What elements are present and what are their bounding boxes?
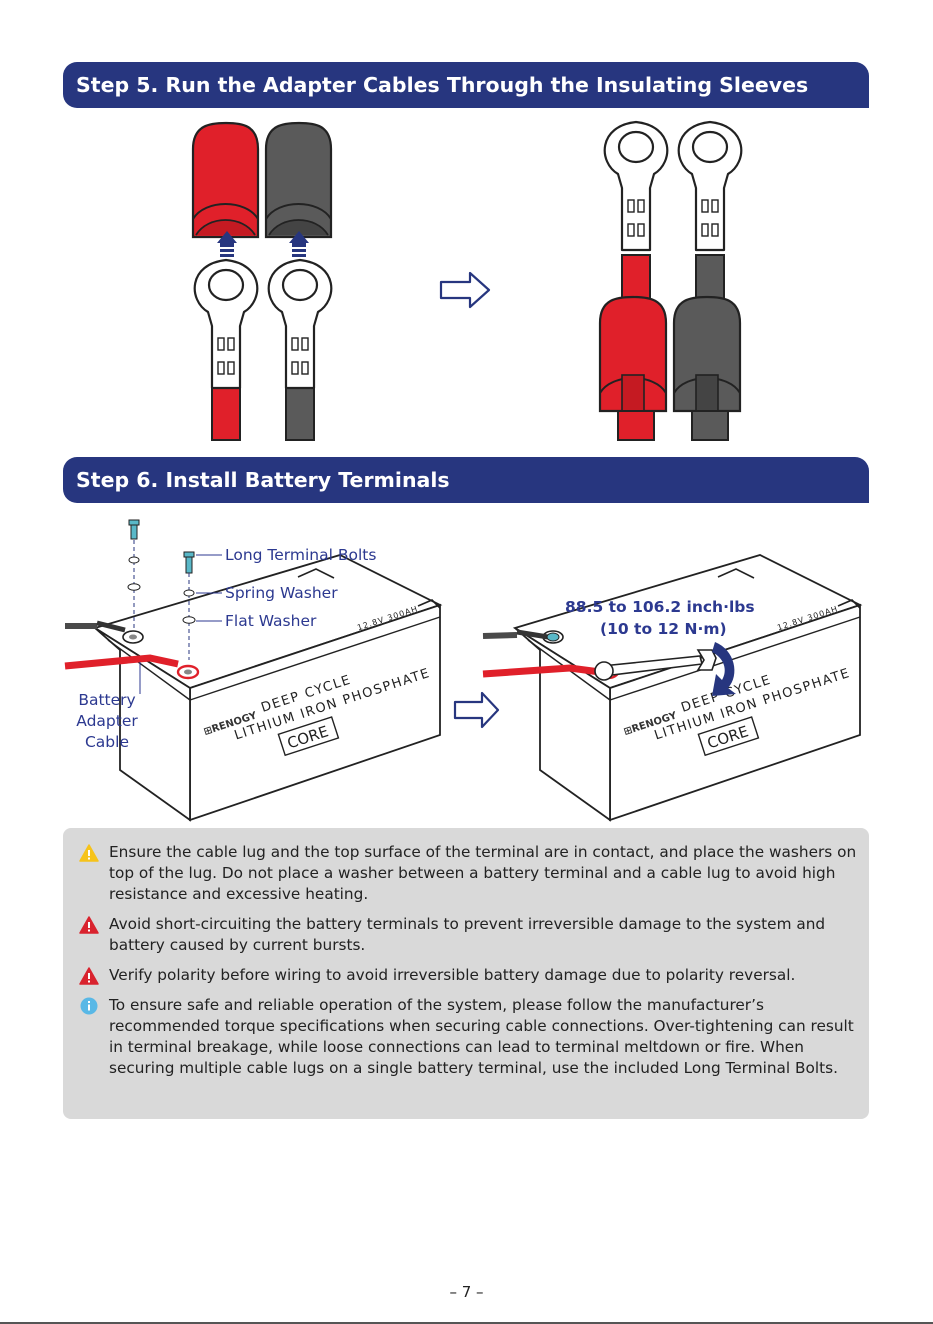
step5-illustration (191, 120, 743, 441)
up-arrow-icon (217, 231, 237, 257)
note-item: Verify polarity before wiring to avoid i… (79, 965, 857, 986)
red-cable (211, 384, 241, 441)
gray-insulating-sleeve (264, 121, 333, 239)
spring-washer-label: Spring Washer (225, 584, 338, 602)
right-arrow-icon (439, 271, 491, 309)
torque-spec-nm: (10 to 12 N·m) (600, 620, 727, 638)
ring-lug-gray (267, 258, 333, 390)
black-cable (482, 632, 518, 639)
step6-illustration: ⊞RENOGY DEEP CYCLE LITHIUM IRON PHOSPHAT… (64, 519, 870, 822)
note-item: To ensure safe and reliable operation of… (79, 995, 857, 1079)
ring-lug-gray (677, 120, 743, 252)
gray-insulating-sleeve (672, 295, 742, 413)
info-icon (80, 997, 98, 1015)
gray-cable (285, 384, 315, 441)
ring-lug-red (603, 120, 669, 252)
warning-red-icon (79, 916, 99, 934)
flat-washer-label: Flat Washer (225, 612, 317, 630)
warning-red-icon (79, 967, 99, 985)
step5-header: Step 5. Run the Adapter Cables Through t… (63, 62, 869, 108)
red-insulating-sleeve (598, 295, 668, 413)
long-terminal-bolts-label: Long Terminal Bolts (225, 546, 377, 564)
step6-header: Step 6. Install Battery Terminals (63, 457, 869, 503)
red-cable (482, 664, 601, 678)
long-terminal-bolt-stack (182, 551, 196, 660)
ring-lug-red (193, 258, 259, 390)
battery-illustration (513, 553, 870, 822)
right-arrow-icon (453, 691, 500, 729)
battery-adapter-cable-label: Battery Adapter Cable (76, 691, 138, 751)
up-arrow-icon (289, 231, 309, 257)
wrench-icon (594, 649, 717, 681)
terminal-bolt-stack (127, 519, 141, 628)
red-insulating-sleeve (191, 121, 260, 239)
note-item: Ensure the cable lug and the top surface… (79, 842, 857, 905)
safety-notes-panel: Ensure the cable lug and the top surface… (63, 828, 869, 1119)
page-number: – 7 – (449, 1283, 484, 1301)
torque-spec-inchlbs: 88.5 to 106.2 inch·lbs (565, 598, 755, 616)
red-cable (64, 654, 179, 670)
rotate-arrow-icon (712, 642, 736, 696)
warning-yellow-icon (79, 844, 99, 862)
footer-divider (0, 1322, 933, 1324)
note-item: Avoid short-circuiting the battery termi… (79, 914, 857, 956)
